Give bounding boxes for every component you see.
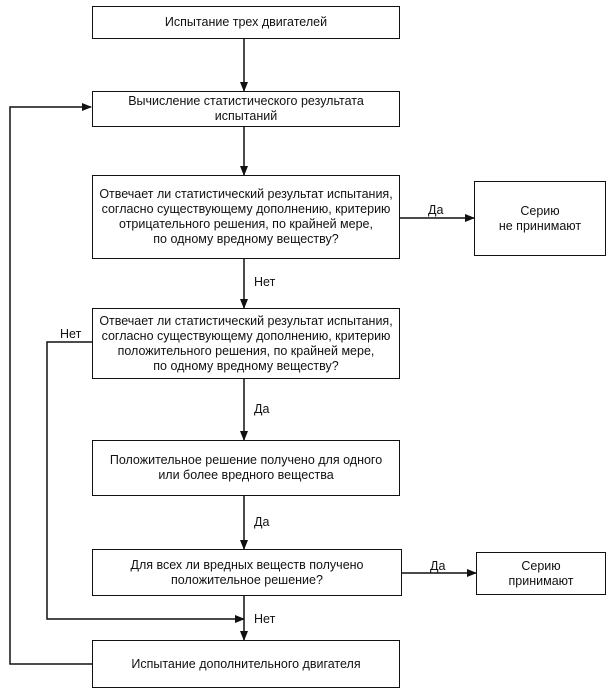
test-three-engines-text: Испытание трех двигателей [164, 15, 328, 29]
question-negative-box: Отвечает ли статистический результат исп… [92, 175, 400, 259]
label-yes-reject: Да [428, 203, 444, 217]
accept-series-box: Серию принимают [476, 552, 606, 595]
label-no-positive-loop: Нет [60, 327, 82, 341]
question-positive-line-3: положительного решения, по крайней мере, [117, 343, 375, 358]
question-all-box: Для всех ли вредных веществ получено пол… [92, 549, 402, 596]
question-positive-line-1: Отвечает ли статистический результат исп… [99, 313, 393, 328]
question-all-line-2: положительное решение? [171, 572, 323, 587]
arrow-positive-no-to-additional [46, 341, 245, 623]
question-positive-line-2: согласно существующему дополнению, крите… [101, 328, 391, 343]
label-yes-accept: Да [430, 559, 446, 573]
compute-stat-result-line-2: испытаний [214, 109, 278, 123]
question-negative-line-4: по одному вредному веществу? [153, 232, 339, 246]
positive-decision-line-2: или более вредного вещества [158, 468, 334, 482]
label-no-negative: Нет [254, 275, 276, 289]
question-negative-line-3: отрицательного решения, по крайней мере, [119, 217, 373, 231]
label-no-all: Нет [254, 612, 276, 626]
question-all-line-1: Для всех ли вредных веществ получено [130, 557, 364, 572]
reject-series-line-2: не принимают [498, 218, 582, 233]
question-positive-line-4: по одному вредному веществу? [153, 358, 339, 373]
accept-series-line-1: Серию [521, 558, 561, 573]
test-additional-engine-box: Испытание дополнительного двигателя [92, 640, 400, 688]
label-yes-decision: Да [254, 515, 270, 529]
positive-decision-box: Положительное решение получено для одног… [92, 440, 400, 496]
positive-decision-line-1: Положительное решение получено для одног… [109, 453, 383, 467]
test-three-engines-box: Испытание трех двигателей [92, 6, 400, 39]
accept-series-line-2: принимают [508, 573, 574, 588]
question-negative-line-2: согласно существующему дополнению, крите… [101, 202, 391, 216]
question-negative-line-1: Отвечает ли статистический результат исп… [99, 187, 393, 201]
arrow-additional-loop-to-compute [9, 103, 92, 665]
compute-stat-result-box: Вычисление статистического результата ис… [92, 91, 400, 127]
reject-series-box: Серию не принимают [474, 181, 606, 256]
reject-series-line-1: Серию [520, 203, 560, 218]
question-positive-box: Отвечает ли статистический результат исп… [92, 308, 400, 379]
test-additional-engine-text: Испытание дополнительного двигателя [131, 656, 361, 671]
label-yes-positive: Да [254, 402, 270, 416]
compute-stat-result-line-1: Вычисление статистического результата [128, 94, 364, 108]
